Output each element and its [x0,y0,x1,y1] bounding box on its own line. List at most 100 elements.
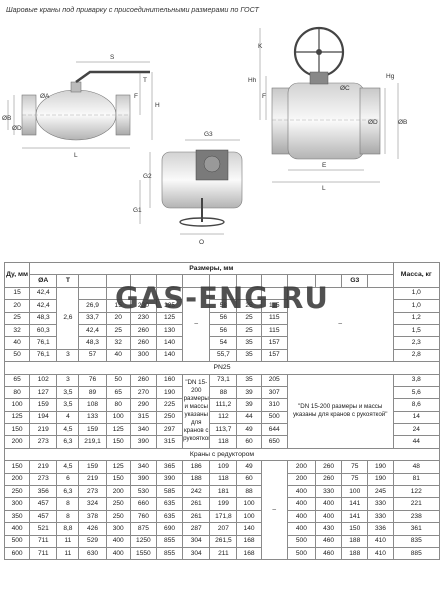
table-cell: 1,0 [392,299,441,313]
table-cell: 315 [129,410,157,425]
dim-label-ob: ØB [2,115,11,122]
table-cell: 4,5 [56,460,80,474]
table-cell: 835 [392,534,441,549]
dash-cell: – [286,286,394,363]
table-cell: 250 [105,497,131,511]
table-cell: 529 [78,534,107,549]
table-cell: 400 [286,485,317,499]
table-cell: 44 [392,435,441,449]
table-cell: 219 [29,423,58,437]
table-cell: 400 [3,522,31,536]
valve-technical-drawing: S T F H L ØB ØD ØA Hh F Hg ØC ØD ØB E L … [2,26,407,246]
table-cell: 125 [3,410,31,425]
table-cell: 644 [260,423,288,437]
table-cell: 260 [314,472,343,487]
table-cell: 25 [105,323,131,338]
table-cell: 230 [129,299,157,313]
table-cell: 1,2 [392,311,441,325]
table-cell: 855 [155,546,184,561]
table-cell: 40 [3,336,31,350]
table-cell: 181 [209,485,238,499]
table-cell: 5,6 [392,385,441,400]
table-cell: 100 [3,398,31,412]
table-cell: 2,8 [392,348,441,363]
table-cell: 650 [260,435,288,449]
table-cell: 273 [78,485,107,499]
table-cell: 88 [236,485,262,499]
table-cell: 157 [260,348,288,363]
table-cell: 65 [3,373,31,387]
table-cell: 211 [209,546,238,561]
table-cell: 457 [29,509,58,524]
table-cell: 33,7 [78,311,107,325]
table-cell: 330 [367,509,394,524]
table-cell: 150 [105,472,131,487]
table-cell: 50 [3,348,31,363]
table-cell: 112 [209,410,238,425]
table-cell: 113,7 [209,423,238,437]
table-cell: 26,9 [78,299,107,313]
table-cell: 88 [209,385,238,400]
table-cell: 48,3 [29,311,58,325]
dim-label-oc: ØC [340,85,350,92]
table-cell: 140 [155,336,184,350]
table-cell: 15 [3,286,31,301]
table-cell: 1,0 [392,286,441,301]
table-cell: 1550 [129,546,157,561]
table-cell: 49 [236,423,262,437]
dim-label-oa: ØA [40,93,50,100]
table-cell: – [182,286,211,363]
table-cell: 500 [3,534,31,549]
table-cell: 270 [129,385,157,400]
table-cell: 111,2 [209,398,238,412]
table-cell: 14 [392,410,441,425]
table-cell: 100 [236,509,262,524]
table-cell: 500 [260,410,288,425]
table-cell: 260 [129,336,157,350]
table-cell: 188 [182,472,211,487]
dim-label-od: ØD [12,125,22,132]
table-cell: 885 [392,546,441,561]
gear-valve-drawing: Hh F Hg ØC ØD ØB E L K [248,26,407,192]
table-cell: 32 [105,336,131,350]
header-g3: G3 [341,274,369,288]
table-cell: 80 [3,385,31,400]
table-cell: 500 [286,546,317,561]
table-cell: 60 [236,472,262,487]
table-cell: 273 [29,472,58,487]
table-cell: 225 [155,398,184,412]
table-cell: 365 [155,460,184,474]
header-mass: Масса, кг [392,262,441,288]
table-cell: 54 [209,336,238,350]
section-pn25: PN25 [4,361,440,375]
table-cell: 500 [286,534,317,549]
table-cell: 3 [56,373,80,387]
table-cell: 150 [105,435,131,449]
table-cell: 297 [155,423,184,437]
document-title: Шаровые краны под приварку с присоединит… [6,5,259,14]
table-cell: 350 [3,509,31,524]
table-cell: 57 [78,348,107,363]
side-view-drawing: G3 G2 G1 O [133,131,243,246]
table-cell: 80 [105,398,131,412]
table-cell: 133 [78,410,107,425]
table-cell: 141 [341,509,369,524]
table-cell: 56 [209,311,238,325]
table-cell: 100 [236,497,262,511]
table-cell: 310 [260,398,288,412]
table-cell: 660 [129,497,157,511]
table-cell: 361 [392,522,441,536]
table-cell [260,286,288,301]
table-cell: 307 [260,385,288,400]
table-cell: 35 [236,373,262,387]
table-cell: 855 [155,534,184,549]
table-cell [209,286,238,301]
